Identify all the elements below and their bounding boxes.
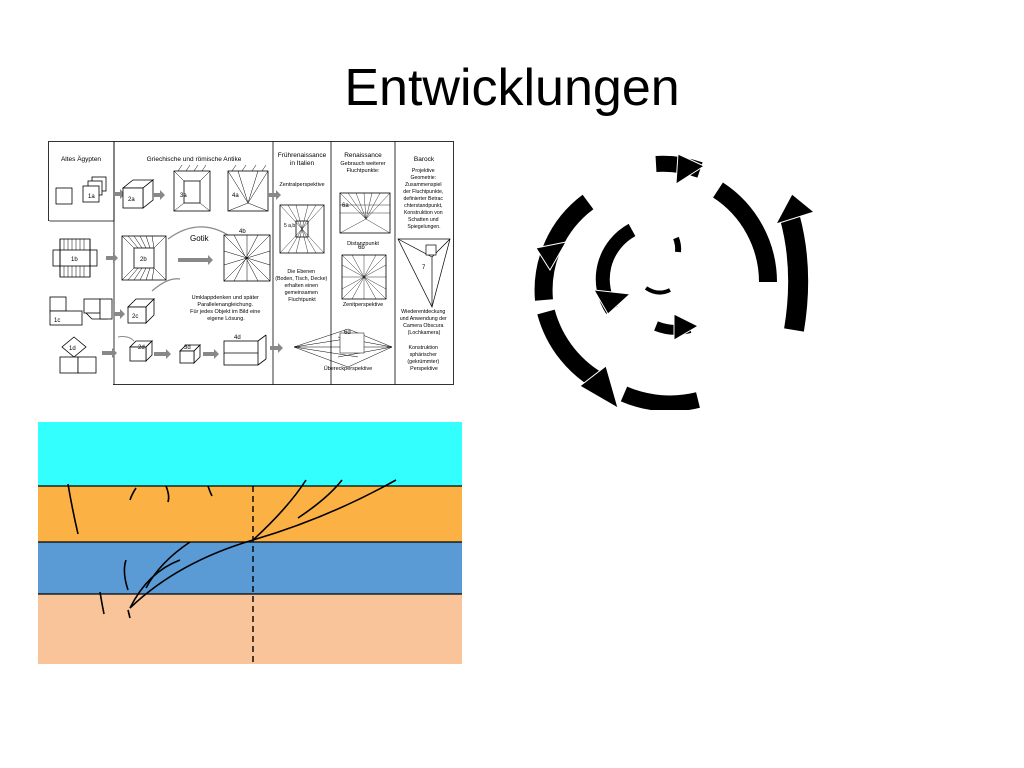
salmon-layer	[38, 594, 462, 664]
ueber-label: Übereckperspektive	[324, 365, 373, 372]
umklapp-note: Umklappdenken und später Parallelenangle…	[190, 295, 262, 322]
geological-layers-figure	[38, 422, 462, 664]
label-1a: 1a	[88, 194, 95, 200]
spiral-cycle-arrows	[534, 153, 816, 410]
slide-title: Entwicklungen	[344, 59, 680, 117]
col-header-antike: Griechische und römische Antike	[147, 156, 242, 163]
blue-layer	[38, 542, 462, 594]
ebenen-note: Die Ebenen (Boden, Tisch, Decke) erhalte…	[275, 269, 329, 303]
label-3d: 3d	[184, 345, 191, 351]
label-1c: 1c	[54, 318, 60, 324]
zentral-label: Zentralperspektive	[279, 182, 324, 188]
inner-smile	[644, 286, 671, 295]
arrow-head-left	[535, 241, 567, 271]
arrow-head-middle	[593, 289, 632, 315]
perspective-history-diagram: Altes Ägypten Griechische und römische A…	[48, 141, 454, 385]
sky-layer	[38, 422, 462, 486]
col-header-barock: Barock	[414, 156, 435, 163]
label-2c: 2c	[132, 314, 138, 320]
spharisch-note: Konstruktion sphärischer (gekrümmter) Pe…	[407, 345, 440, 372]
inner-arc	[673, 236, 682, 253]
label-7: 7	[422, 265, 426, 271]
label-4d: 4d	[234, 335, 241, 341]
label-3a: 3a	[180, 193, 187, 199]
label-6d: 6d	[344, 330, 351, 336]
outer-arc-far-right	[780, 215, 809, 332]
orange-layer	[38, 486, 462, 542]
outer-arc-right	[712, 182, 777, 283]
label-4b: 4b	[239, 229, 246, 235]
outer-arc-bottom-left	[537, 309, 609, 393]
arrow-head-top	[675, 153, 706, 185]
label-2d: 2d	[138, 345, 145, 351]
label-5ab: 5 a,b	[284, 223, 295, 229]
distanz-label: Distanzpunkt	[347, 241, 379, 247]
zenit-label: Zenitperspektive	[343, 302, 383, 308]
barock-note: Projektive Geometrie: Zusammenspiel der …	[403, 168, 445, 230]
label-6a: 6a	[342, 203, 349, 209]
col-header-renaissance: Renaissance	[344, 152, 382, 159]
arrow-head-far-right	[774, 193, 816, 225]
arrow-head-middle-bottom	[673, 313, 700, 341]
gotik-label: Gotik	[190, 234, 210, 243]
camera-note: Wiederentdeckung und Anwendung der Camer…	[400, 309, 449, 336]
label-6b: 6b	[358, 245, 365, 251]
label-1b: 1b	[71, 257, 78, 263]
col-header-egypt: Altes Ägypten	[61, 155, 101, 163]
outer-arc-bottom	[620, 386, 700, 410]
arrow-head-bottom	[579, 365, 619, 410]
label-2b: 2b	[140, 257, 147, 263]
label-4a: 4a	[232, 193, 239, 199]
label-2a: 2a	[128, 197, 135, 203]
label-1d: 1d	[69, 346, 76, 352]
